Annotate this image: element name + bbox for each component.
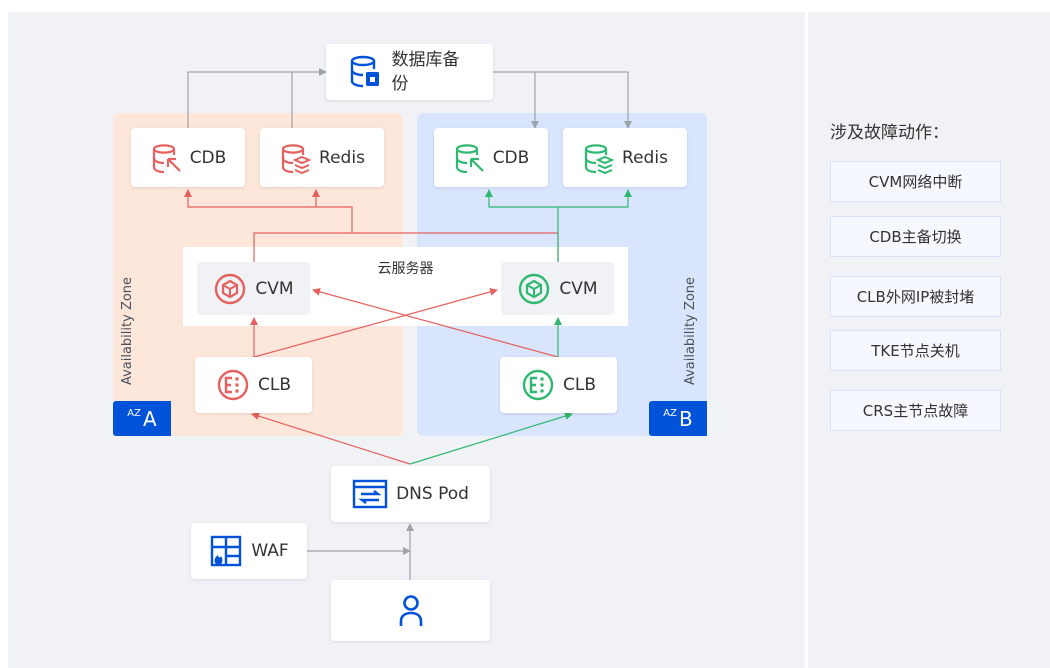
- cdb-label-zone-b: CDB: [492, 147, 530, 168]
- clb-label-zone-b: CLB: [562, 375, 596, 395]
- backup-links: [187, 68, 632, 129]
- cvm-label-zone-a: CVM: [255, 278, 294, 299]
- cdb-a-to-backup-line: [187, 68, 327, 128]
- cdb-node-zone-a[interactable]: CDB: [131, 128, 245, 187]
- fault-action-crs-master-failure[interactable]: CRS主节点故障: [830, 390, 1001, 431]
- clb-a-to-cvm-b-line: [253, 288, 498, 358]
- database-backup-label: 数据库备份: [391, 50, 460, 94]
- redis-icon: [281, 143, 312, 174]
- cvm-icon: [519, 273, 550, 304]
- backup-to-redis-b-line: [493, 71, 632, 129]
- cvm-label-zone-b: CVM: [559, 278, 598, 299]
- cdb-label-zone-a: CDB: [189, 147, 227, 168]
- fault-action-cvm-network[interactable]: CVM网络中断: [830, 161, 1001, 202]
- redis-node-zone-a[interactable]: Redis: [260, 128, 384, 187]
- user-node[interactable]: [331, 580, 490, 641]
- dns-to-clb-b-line: [409, 412, 573, 465]
- cvm-to-cdb-a-line: [184, 189, 353, 233]
- clb-label-zone-a: CLB: [257, 375, 291, 395]
- redis-label-zone-a: Redis: [319, 147, 365, 168]
- dns-to-clb-a-line: [251, 412, 411, 465]
- zone-b-links: [409, 189, 632, 465]
- waf-icon: [211, 535, 242, 567]
- waf-node[interactable]: WAF: [191, 523, 307, 579]
- cdb-node-zone-b[interactable]: CDB: [434, 128, 548, 187]
- cvm-node-zone-b[interactable]: CVM: [501, 262, 614, 315]
- clb-icon: [522, 369, 554, 401]
- cdb-icon: [455, 143, 484, 173]
- fault-action-tke-node-shutdown[interactable]: TKE节点关机: [830, 330, 1001, 371]
- cvm-icon: [215, 273, 246, 304]
- waf-label: WAF: [251, 541, 289, 561]
- clb-b-to-cvm-a-line: [312, 287, 559, 358]
- database-backup-icon: [350, 55, 379, 88]
- cvm-group-title: 云服务器: [377, 261, 434, 277]
- clb-icon: [217, 369, 249, 401]
- zone-a-badge: AZ A: [113, 401, 171, 436]
- redis-label-zone-b: Redis: [622, 147, 668, 168]
- fault-actions-title: 涉及故障动作：: [830, 123, 949, 143]
- cvm-b-to-zone-a-db-line: [253, 232, 559, 262]
- user-icon: [399, 594, 422, 626]
- zone-b-badge: AZ B: [649, 401, 707, 436]
- dns-pod-label: DNS Pod: [396, 484, 469, 504]
- clb-node-zone-a[interactable]: CLB: [195, 357, 312, 413]
- dns-pod-node[interactable]: DNS Pod: [331, 466, 490, 522]
- redis-icon: [584, 143, 615, 174]
- zone-a-badge-letter: A: [143, 406, 157, 431]
- zone-b-badge-letter: B: [678, 406, 693, 431]
- clb-node-zone-b[interactable]: CLB: [500, 357, 617, 413]
- fault-action-cdb-switchover[interactable]: CDB主备切换: [830, 216, 1001, 257]
- database-backup-node[interactable]: 数据库备份: [326, 44, 493, 100]
- redis-node-zone-b[interactable]: Redis: [563, 128, 687, 187]
- zone-a-badge-sup: AZ: [127, 408, 141, 419]
- dns-pod-icon: [352, 479, 388, 509]
- zone-a-links: [184, 189, 559, 465]
- fault-action-clb-ip-blocked[interactable]: CLB外网IP被封堵: [830, 276, 1001, 317]
- cdb-icon: [152, 143, 181, 173]
- cvm-to-redis-b-line: [558, 189, 632, 208]
- zone-b-badge-sup: AZ: [663, 408, 677, 419]
- cvm-to-cdb-b-line: [485, 189, 559, 262]
- ingress-links: [307, 523, 414, 580]
- cvm-node-zone-a[interactable]: CVM: [197, 262, 310, 315]
